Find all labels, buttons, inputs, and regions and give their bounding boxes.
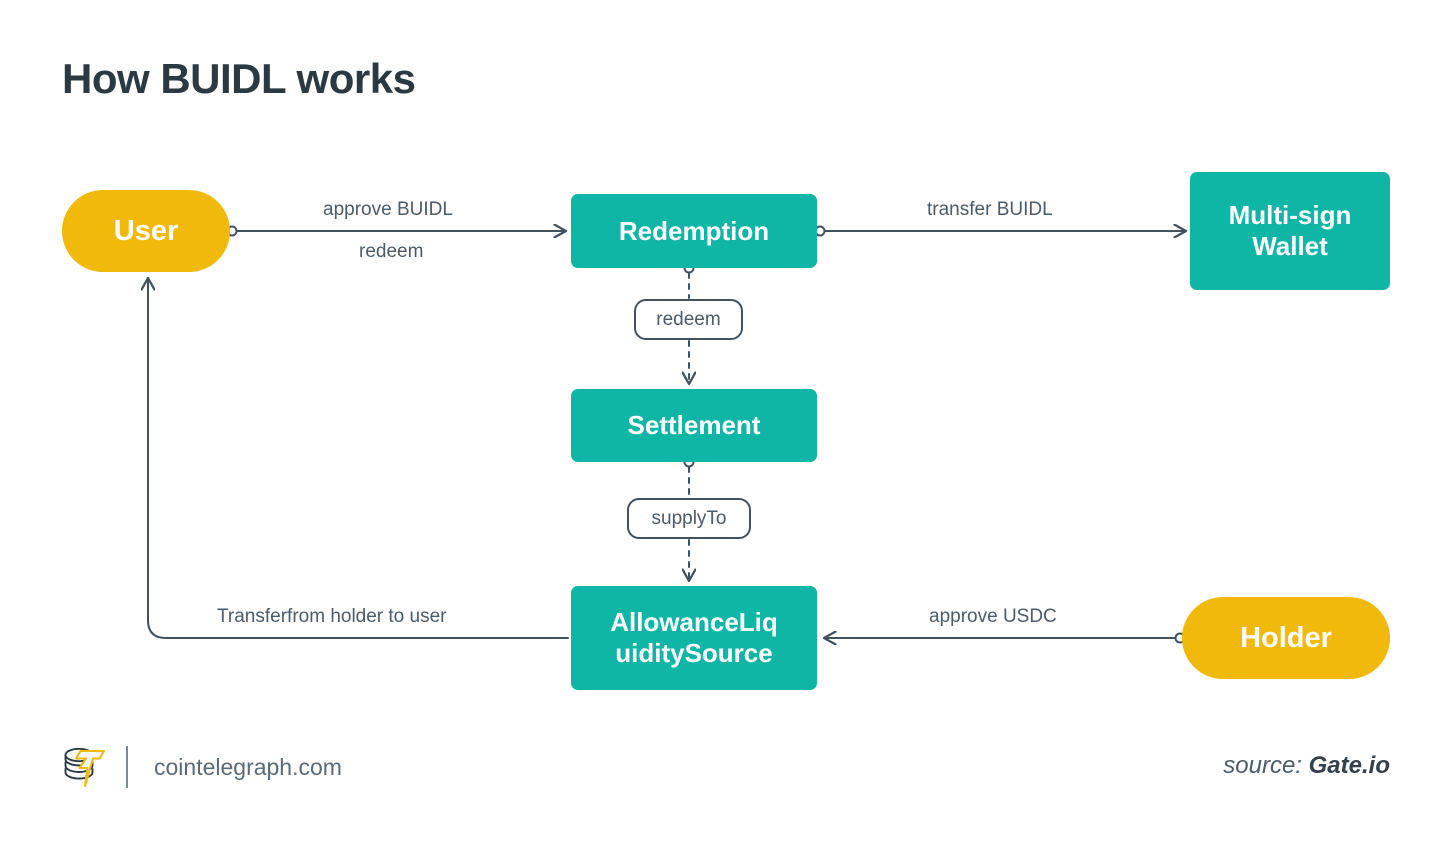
footer-site-url[interactable]: cointelegraph.com (154, 753, 342, 780)
node-settlement[interactable]: Settlement (571, 389, 817, 462)
node-redemption-label: Redemption (618, 215, 770, 246)
edge-label-approve-buidl: approve BUIDL (323, 199, 453, 220)
node-multisign-wallet[interactable]: Multi-sign Wallet (1190, 172, 1390, 290)
call-label-supplyto[interactable]: supplyTo (627, 498, 751, 539)
node-redemption[interactable]: Redemption (571, 194, 817, 268)
node-settlement-label: Settlement (627, 410, 761, 441)
footer-divider (126, 746, 128, 788)
edge-label-approve-usdc: approve USDC (929, 606, 1057, 627)
footer-branding: cointelegraph.com (60, 742, 342, 792)
edge-allowance-to-user (148, 278, 569, 639)
edge-label-transfer-buidl: transfer BUIDL (927, 199, 1053, 220)
node-allowance-line2: uiditySource (615, 638, 773, 668)
logo-svg (64, 747, 106, 788)
node-holder-label: Holder (1240, 621, 1332, 654)
edge-user-to-redemption (226, 227, 567, 236)
node-user-label: User (113, 214, 179, 247)
call-label-supplyto-text: supplyTo (651, 507, 727, 529)
cointelegraph-coin-stack-icon (60, 742, 108, 792)
page-title: How BUIDL works (62, 55, 416, 102)
node-multisign-line2: Wallet (1252, 231, 1328, 261)
edge-label-redeem: redeem (359, 241, 424, 262)
node-multisign-line1: Multi-sign (1228, 200, 1352, 231)
node-user[interactable]: User (62, 190, 230, 272)
node-allowance-line1: AllowanceLiq (610, 607, 778, 638)
footer-source: source: Gate.io (1223, 752, 1390, 780)
edge-holder-to-allowance (824, 634, 1186, 643)
node-holder[interactable]: Holder (1182, 597, 1390, 679)
edge-label-transferfrom: Transferfrom holder to user (217, 606, 447, 627)
call-label-redeem[interactable]: redeem (634, 299, 743, 340)
node-allowance-liquidity-source[interactable]: AllowanceLiq uiditySource (571, 586, 817, 690)
footer-source-name: Gate.io (1308, 752, 1390, 779)
footer-source-prefix: source: (1223, 752, 1309, 779)
edge-redemption-to-multisign (814, 227, 1187, 236)
call-label-redeem-text: redeem (656, 308, 721, 330)
